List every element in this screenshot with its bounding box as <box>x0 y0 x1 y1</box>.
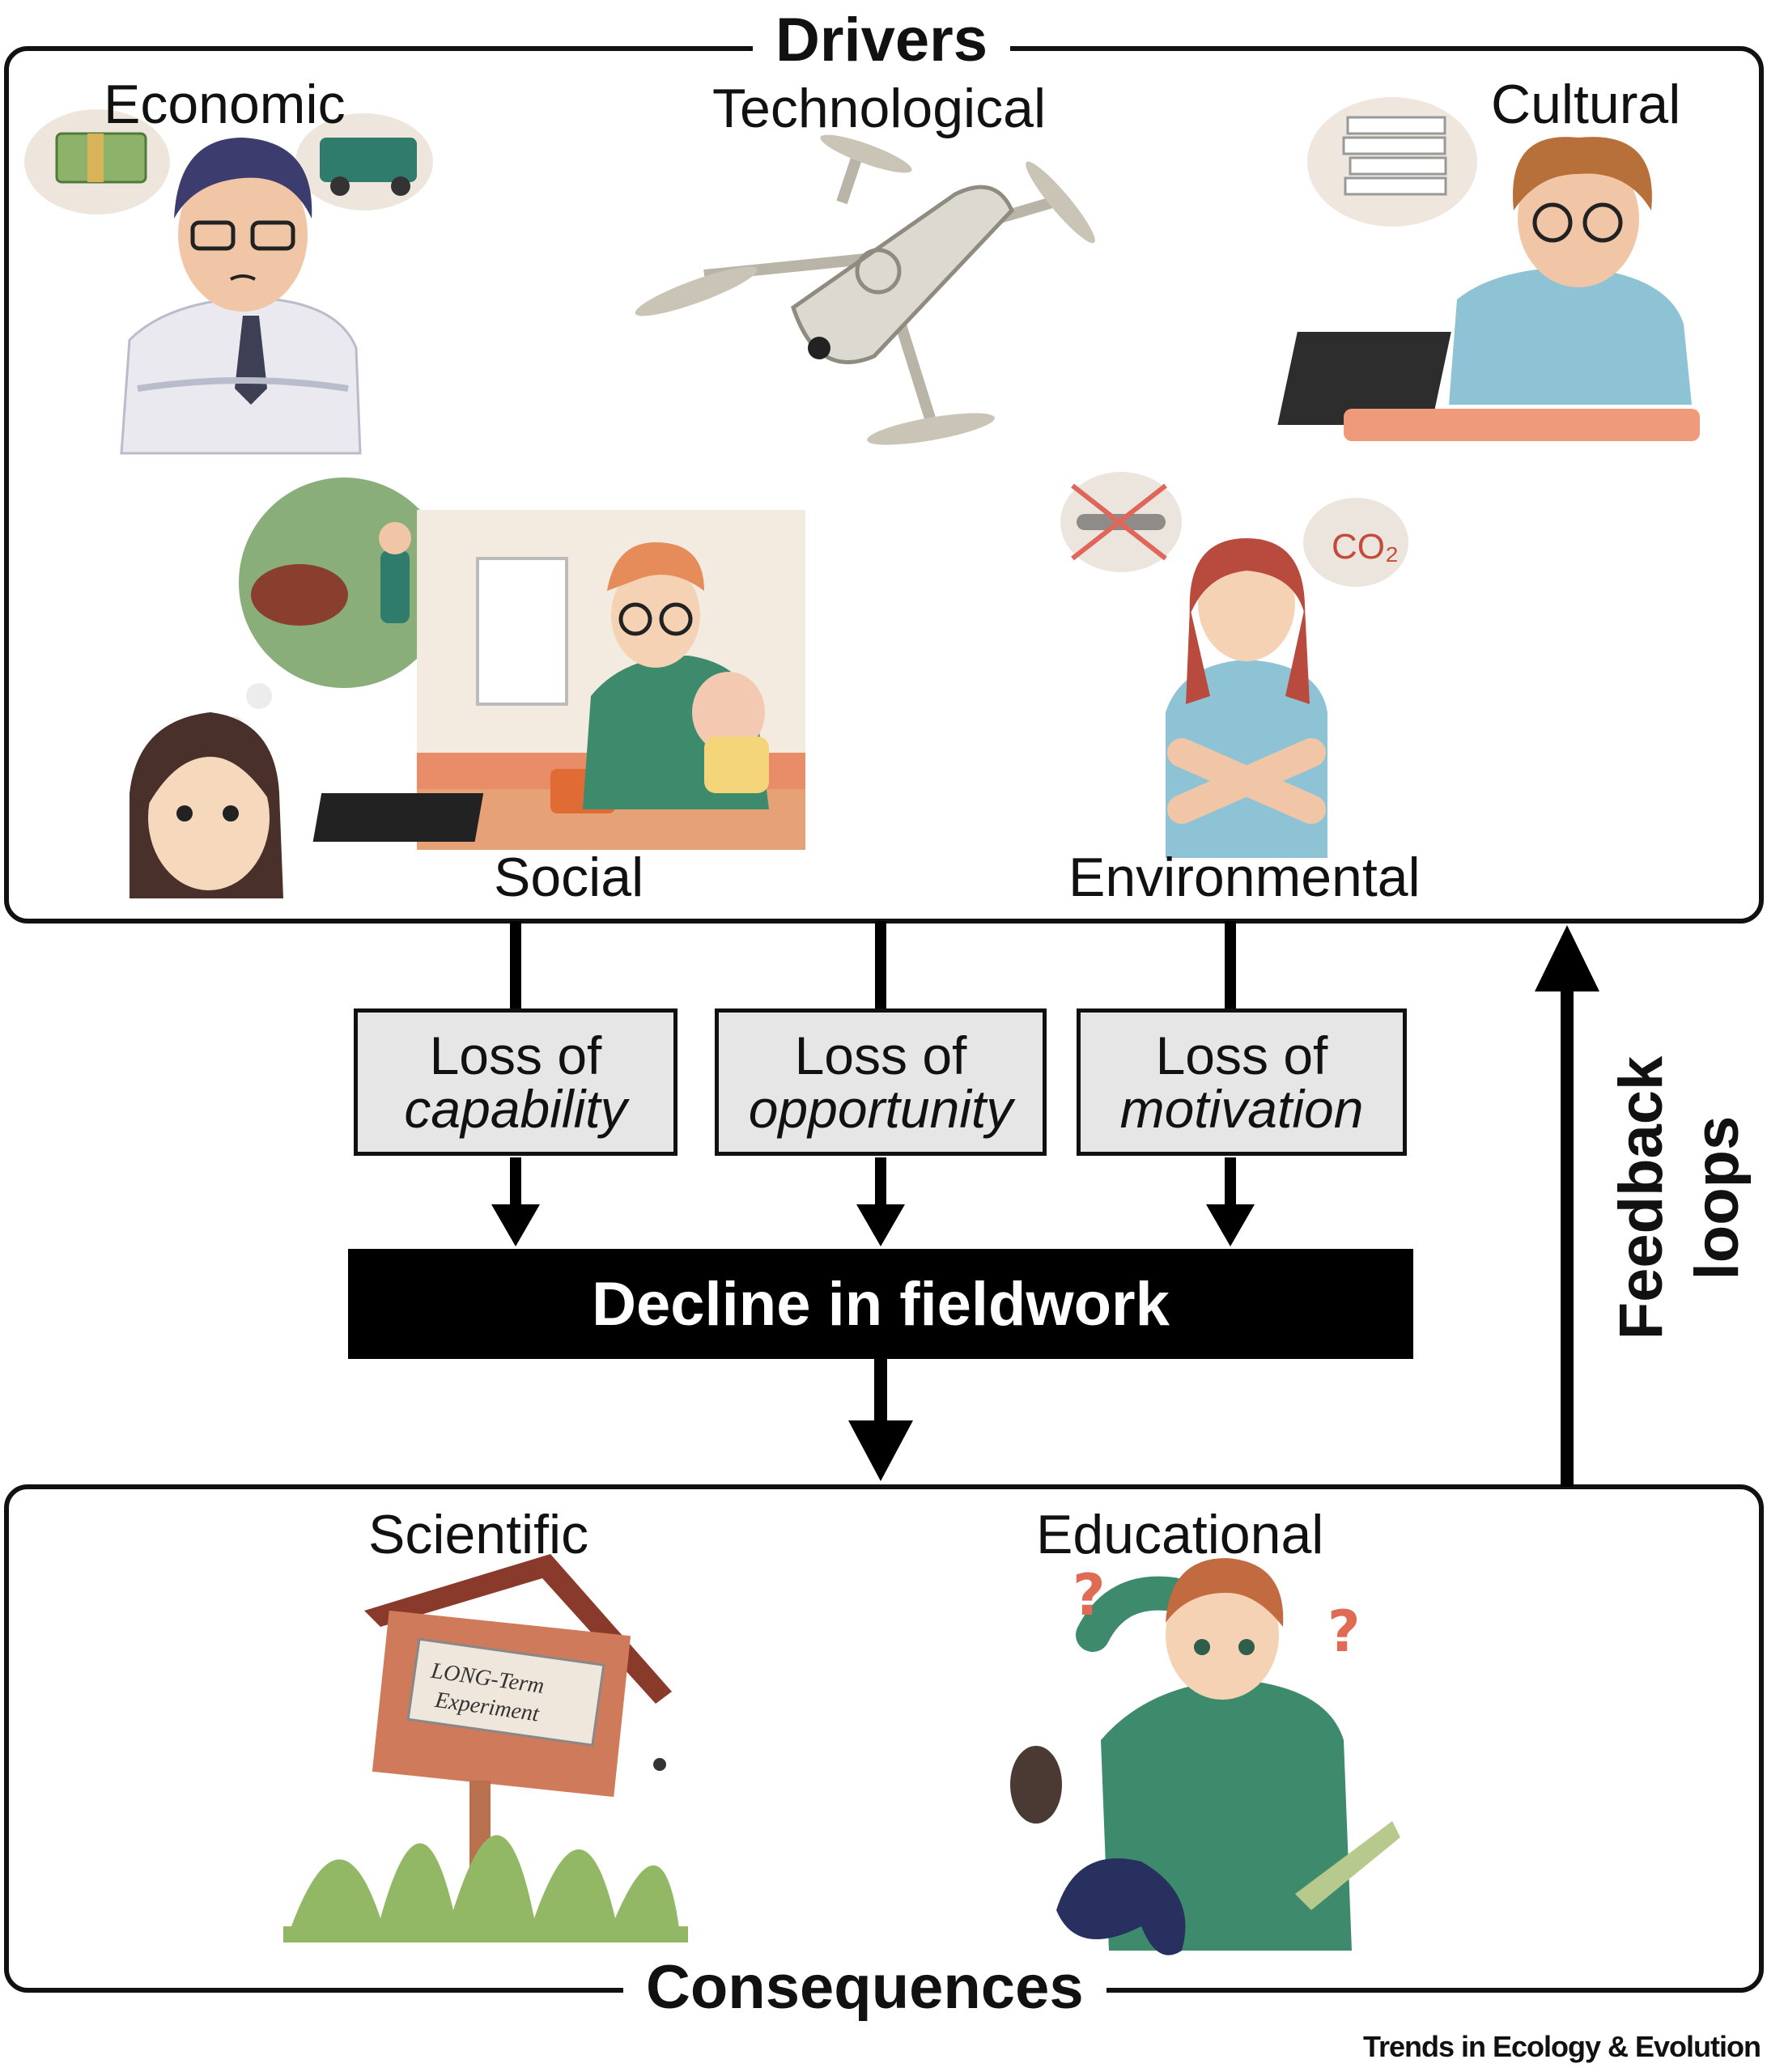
loss-of-capability-box: Loss of capability <box>354 1008 677 1156</box>
question-mark-icon: ? <box>1327 1599 1361 1665</box>
propeller-icon <box>1026 161 1095 244</box>
mantis-icon <box>1295 1821 1400 1910</box>
butterfly-icon <box>1056 1858 1186 1955</box>
arrow-opportunity-to-decline <box>856 1157 905 1246</box>
drone-illustration <box>635 134 1095 445</box>
consequences-frame <box>4 1484 1764 1993</box>
decline-in-fieldwork-box: Decline in fieldwork <box>348 1249 1413 1359</box>
environmental-person-illustration: CO₂ <box>1060 472 1408 858</box>
drivers-title: Drivers <box>753 10 1010 71</box>
arrow-feedback <box>1535 925 1599 1487</box>
laptop-icon <box>1277 332 1451 425</box>
spider-icon <box>653 1758 666 1771</box>
consequences-title: Consequences <box>623 1957 1106 2019</box>
loss-motivation-line2: motivation <box>1119 1079 1364 1139</box>
arrow-capability-to-decline <box>491 1157 540 1246</box>
scientific-sign-illustration: LONG-Term Experiment <box>283 1554 688 1942</box>
label-educational: Educational <box>1036 1504 1324 1565</box>
label-economic: Economic <box>104 74 346 135</box>
loss-motivation-line1: Loss of <box>1155 1025 1328 1085</box>
arrow-decline-to-consequences <box>848 1359 913 1481</box>
arrow-motivation-to-decline <box>1206 1157 1255 1246</box>
economic-person-illustration <box>24 109 433 455</box>
label-scientific: Scientific <box>368 1504 589 1565</box>
bear-icon <box>251 564 348 626</box>
question-mark-icon: ? <box>1073 1562 1106 1628</box>
loss-capability-line1: Loss of <box>429 1025 602 1085</box>
cultural-person-illustration <box>1277 97 1700 441</box>
journal-credit: Trends in Ecology & Evolution <box>1362 2030 1761 2063</box>
loss-of-motivation-box: Loss of motivation <box>1077 1008 1407 1156</box>
co2-label: CO₂ <box>1332 527 1399 567</box>
experiment-sign <box>406 1637 605 1747</box>
propeller-icon <box>820 134 912 173</box>
loss-of-opportunity-box: Loss of opportunity <box>715 1008 1047 1156</box>
feedback-line2: loops <box>1683 1115 1752 1280</box>
label-cultural: Cultural <box>1491 74 1681 135</box>
propeller-icon <box>867 413 995 445</box>
label-technological: Technological <box>712 78 1047 139</box>
propeller-icon <box>635 266 758 316</box>
social-kitchen-parent-illustration <box>312 510 805 850</box>
loss-capability-line2: capability <box>404 1079 627 1139</box>
decline-label: Decline in fieldwork <box>592 1269 1170 1339</box>
feedback-line1: Feedback <box>1607 1055 1676 1340</box>
feedback-loops-label: Feedback loops <box>1603 1056 1756 1340</box>
educational-child-illustration: ? ? <box>1010 1558 1400 1955</box>
beetle-icon <box>1010 1746 1062 1824</box>
loss-opportunity-line2: opportunity <box>748 1079 1013 1139</box>
paper-stack-icon <box>1342 116 1447 196</box>
truck-icon <box>320 138 417 182</box>
camera-lens-icon <box>808 337 830 359</box>
loss-opportunity-line1: Loss of <box>794 1025 967 1085</box>
social-fieldwork-fear-illustration <box>130 478 449 898</box>
label-environmental: Environmental <box>1068 847 1421 908</box>
label-social: Social <box>494 847 644 908</box>
